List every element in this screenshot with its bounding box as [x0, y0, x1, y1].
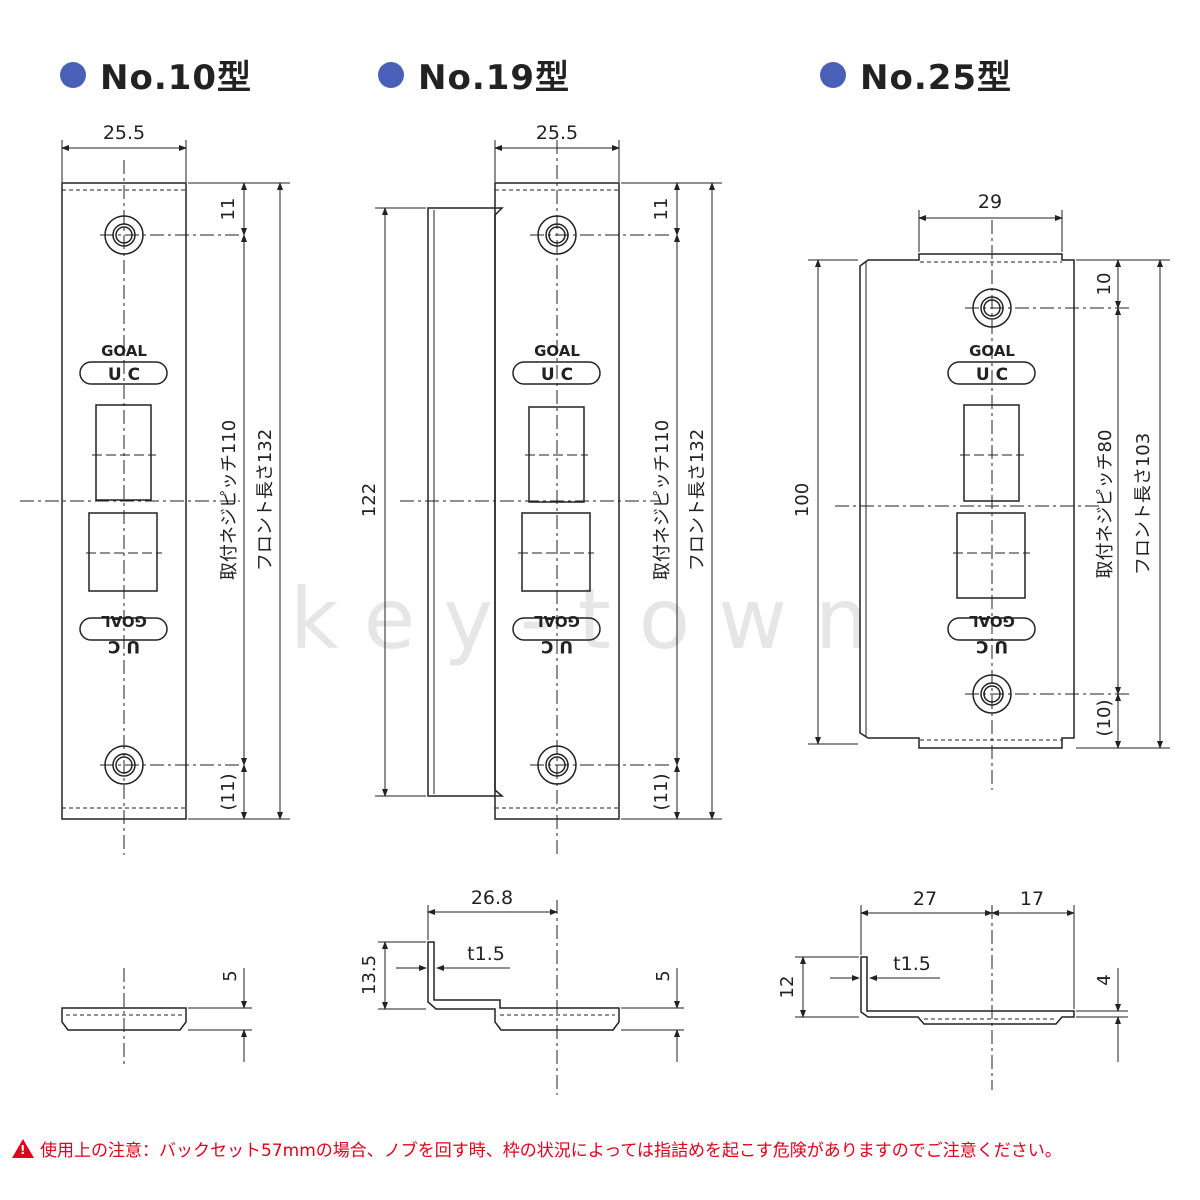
no19-side-view — [378, 900, 684, 1095]
no25-dimension-lines — [808, 210, 1170, 749]
no25-pitch-label: 取付ネジピッチ80 — [1095, 430, 1116, 579]
uc-logo-text: U C — [108, 636, 140, 656]
bullet-dot-icon — [820, 61, 846, 88]
no10-pitch-label: 取付ネジピッチ110 — [219, 420, 240, 580]
no19-front-view — [400, 140, 670, 855]
uc-logo-icon — [79, 617, 168, 641]
no25-bottom-label: (10) — [1094, 700, 1115, 737]
no10-length-label: フロント長さ132 — [255, 429, 276, 571]
title-no25-text: No.25型 — [860, 58, 1013, 98]
no25-width-label: 29 — [978, 191, 1002, 213]
brand-logo: GOAL — [969, 612, 1015, 630]
no25-latch-opening — [963, 404, 1020, 502]
brand-logo: GOAL — [101, 612, 147, 630]
no10-dimension-lines — [61, 140, 290, 820]
no10-front-view — [20, 160, 240, 855]
no25-plate-outline — [859, 253, 1075, 749]
title-no19-text: No.19型 — [418, 58, 571, 98]
no10-top-label: 11 — [218, 198, 239, 221]
no19-t-label: t1.5 — [467, 943, 505, 965]
uc-logo-text: U C — [541, 636, 573, 656]
screw-hole-icon — [972, 674, 1012, 714]
no19-dimension-lines — [375, 140, 722, 820]
warning-icon: ! — [12, 1139, 34, 1158]
brand-logo: GOAL — [534, 612, 580, 630]
uc-logo-text: U C — [108, 365, 140, 385]
no25-thickness-label: 4 — [1094, 974, 1115, 985]
no25-height-label: 100 — [792, 483, 813, 517]
no19-flange-label: 13.5 — [359, 955, 380, 995]
no10-latch-opening — [95, 404, 152, 501]
title-no10-text: No.10型 — [100, 58, 253, 98]
uc-logo-icon — [512, 361, 601, 385]
no25-t-label: t1.5 — [893, 953, 931, 975]
no19-depth-label: 26.8 — [471, 887, 513, 909]
no25-flange-label: 12 — [777, 976, 798, 999]
no19-bottom-label: (11) — [651, 774, 672, 811]
title-no10: No.10型 — [60, 50, 252, 99]
no19-flange — [427, 207, 505, 797]
screw-hole-icon — [972, 288, 1012, 328]
uc-logo-icon — [947, 361, 1036, 385]
uc-logo-icon — [79, 361, 168, 385]
no19-thickness-label: 5 — [653, 970, 674, 981]
brand-logo: GOAL — [969, 342, 1015, 360]
no25-length-label: フロント長さ103 — [1133, 433, 1154, 575]
no19-length-label: フロント長さ132 — [687, 429, 708, 571]
no25-depth-b-label: 17 — [1020, 888, 1044, 910]
uc-logo-icon — [512, 617, 601, 641]
title-no25: No.25型 — [820, 50, 1012, 99]
uc-logo-text: U C — [976, 365, 1008, 385]
no19-height-label: 122 — [359, 483, 380, 517]
no19-width-label: 25.5 — [536, 122, 578, 144]
screw-hole-icon — [537, 215, 577, 255]
no19-pitch-label: 取付ネジピッチ110 — [652, 420, 673, 580]
brand-logo: GOAL — [101, 342, 147, 360]
no25-side-view — [795, 905, 1128, 1090]
bullet-dot-icon — [378, 61, 404, 88]
no10-side-view — [61, 968, 252, 1065]
no25-top-label: 10 — [1094, 273, 1115, 296]
no10-width-label: 25.5 — [103, 122, 145, 144]
screw-hole-icon — [537, 745, 577, 785]
no10-bottom-label: (11) — [218, 774, 239, 811]
no10-bolt-opening — [88, 512, 158, 592]
title-no19: No.19型 — [378, 50, 570, 99]
warning-notice: ! 使用上の注意：バックセット57mmの場合、ノブを回す時、枠の状況によっては指… — [12, 1136, 1062, 1161]
warning-text: 使用上の注意：バックセット57mmの場合、ノブを回す時、枠の状況によっては指詰め… — [40, 1141, 1062, 1161]
no25-depth-a-label: 27 — [913, 888, 937, 910]
uc-logo-text: U C — [541, 365, 573, 385]
brand-logo: GOAL — [534, 342, 580, 360]
bullet-dot-icon — [60, 61, 86, 88]
no25-bolt-opening — [956, 512, 1026, 599]
no10-thickness-label: 5 — [220, 970, 241, 981]
screw-hole-icon — [104, 745, 144, 785]
uc-logo-text: U C — [976, 636, 1008, 656]
no19-bolt-opening — [521, 512, 591, 592]
screw-hole-icon — [104, 215, 144, 255]
uc-logo-icon — [947, 617, 1036, 641]
no25-front-view — [835, 220, 1130, 790]
no19-top-label: 11 — [651, 198, 672, 221]
